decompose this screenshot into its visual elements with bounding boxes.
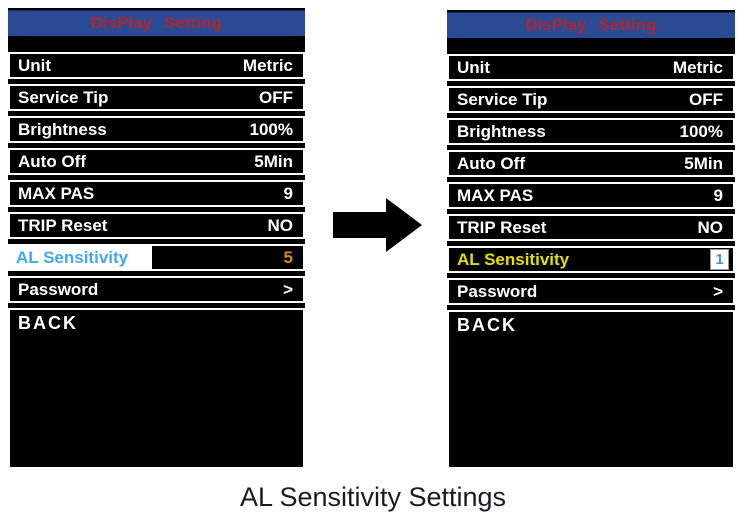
page-title: DisPlay Setting	[525, 16, 657, 34]
settings-menu: Unit Metric Service Tip OFF Brightness 1…	[447, 54, 735, 469]
row-label: Auto Off	[457, 153, 525, 173]
setting-row-unit[interactable]: Unit Metric	[8, 52, 305, 79]
row-value: 9	[283, 183, 293, 203]
setting-row-password[interactable]: Password >	[447, 278, 735, 305]
row-value: Metric	[672, 57, 723, 77]
setting-row-al-sensitivity[interactable]: AL Sensitivity 5	[8, 244, 305, 271]
transition-right-arrow-icon	[333, 198, 422, 252]
display-setting-header: DisPlay Setting	[447, 12, 735, 38]
row-label: Unit	[457, 57, 491, 77]
row-label: MAX PAS	[457, 185, 534, 205]
setting-row-max-pas[interactable]: MAX PAS 9	[447, 182, 735, 209]
row-label: Password	[18, 279, 99, 299]
setting-row-auto-off[interactable]: Auto Off 5Min	[8, 148, 305, 175]
value-edit-box[interactable]: 1	[710, 249, 729, 270]
back-button[interactable]: BACK	[447, 310, 735, 469]
setting-row-trip-reset[interactable]: TRIP Reset NO	[447, 214, 735, 241]
row-value: NO	[267, 215, 294, 235]
settings-menu: Unit Metric Service Tip OFF Brightness 1…	[8, 52, 305, 469]
row-label: MAX PAS	[18, 183, 95, 203]
row-value: 5Min	[684, 153, 723, 173]
back-label: BACK	[18, 313, 78, 333]
row-value: Metric	[242, 55, 293, 75]
row-label: Unit	[18, 55, 52, 75]
arrow-shaft	[333, 212, 387, 238]
row-label: Auto Off	[18, 151, 86, 171]
setting-row-trip-reset[interactable]: TRIP Reset NO	[8, 212, 305, 239]
display-screen-before: DisPlay Setting Unit Metric Service Tip …	[8, 8, 305, 469]
row-value: 100%	[249, 119, 293, 139]
row-value: OFF	[259, 87, 293, 107]
row-label: Brightness	[457, 121, 546, 141]
setting-row-auto-off[interactable]: Auto Off 5Min	[447, 150, 735, 177]
setting-row-service-tip[interactable]: Service Tip OFF	[8, 84, 305, 111]
setting-row-password[interactable]: Password >	[8, 276, 305, 303]
row-label-active: AL Sensitivity	[457, 249, 570, 269]
row-value: 100%	[679, 121, 723, 141]
setting-row-max-pas[interactable]: MAX PAS 9	[8, 180, 305, 207]
row-value: OFF	[689, 89, 723, 109]
setting-row-unit[interactable]: Unit Metric	[447, 54, 735, 81]
page-title: DisPlay Setting	[91, 14, 222, 32]
figure-caption: AL Sensitivity Settings	[239, 482, 507, 512]
row-value: 9	[713, 185, 723, 205]
row-label: Password	[457, 281, 538, 301]
row-label: TRIP Reset	[18, 215, 108, 235]
row-label-highlighted: AL Sensitivity	[10, 246, 152, 269]
chevron-right-icon: >	[283, 279, 293, 299]
chevron-right-icon: >	[713, 281, 723, 301]
setting-row-al-sensitivity[interactable]: AL Sensitivity 1	[447, 246, 735, 273]
back-button[interactable]: BACK	[8, 308, 305, 469]
row-value: NO	[697, 217, 724, 237]
row-label: Service Tip	[457, 89, 548, 109]
display-setting-header: DisPlay Setting	[8, 10, 305, 36]
display-screen-after: DisPlay Setting Unit Metric Service Tip …	[447, 10, 735, 469]
row-value: 5	[283, 247, 293, 267]
row-value: 5Min	[254, 151, 293, 171]
setting-row-brightness[interactable]: Brightness 100%	[8, 116, 305, 143]
row-label: Service Tip	[18, 87, 109, 107]
setting-row-service-tip[interactable]: Service Tip OFF	[447, 86, 735, 113]
arrow-head	[386, 198, 422, 252]
back-label: BACK	[457, 315, 517, 335]
row-label: Brightness	[18, 119, 107, 139]
setting-row-brightness[interactable]: Brightness 100%	[447, 118, 735, 145]
row-label: TRIP Reset	[457, 217, 547, 237]
